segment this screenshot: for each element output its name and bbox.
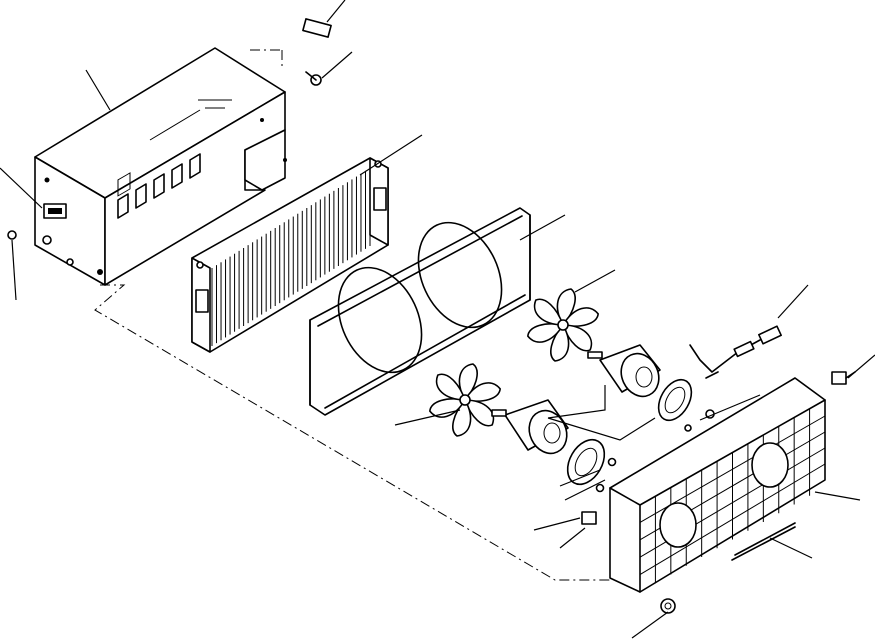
retaining-rod-part xyxy=(731,522,796,561)
fan-motor-upper-part xyxy=(587,344,661,398)
fan-blade-upper-part xyxy=(527,288,599,362)
motor-gasket-upper-part xyxy=(657,378,693,422)
radiator-core-part xyxy=(191,157,389,353)
front-grille-part xyxy=(609,377,826,593)
assembly-dash-line xyxy=(94,49,612,581)
clip-lower-left-part xyxy=(581,511,597,525)
radiator-fins xyxy=(211,168,371,346)
fan-shroud-part xyxy=(309,207,531,416)
nut-bottom-part xyxy=(660,598,676,614)
housing-part xyxy=(34,47,287,286)
clip-top-part xyxy=(302,18,332,38)
fan-blade-lower-part xyxy=(429,363,501,437)
clip-right-part xyxy=(831,371,856,385)
wire-harness-part xyxy=(689,325,782,379)
fan-motor-lower-part xyxy=(491,399,569,455)
bolt-left-part xyxy=(7,230,17,240)
bolt-top-part xyxy=(305,71,322,86)
motor-gasket-lower-part xyxy=(566,438,606,486)
